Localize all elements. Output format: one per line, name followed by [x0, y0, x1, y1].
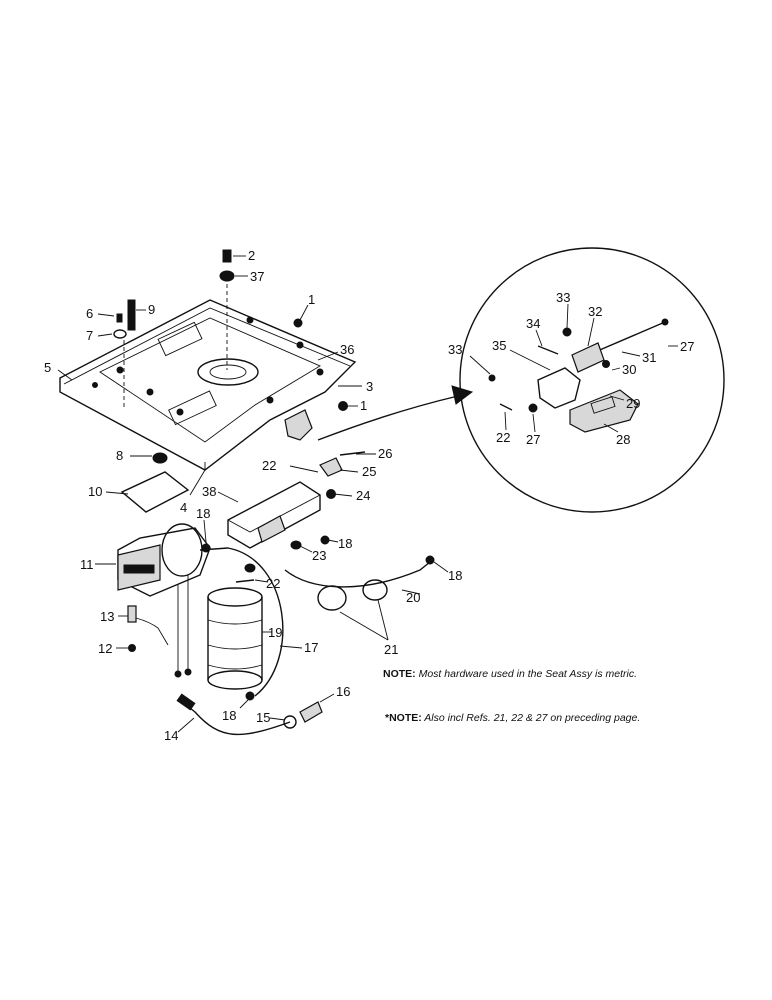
label-20: 20: [406, 590, 420, 605]
pin-26: [339, 451, 366, 456]
note-refs-head: *NOTE:: [385, 712, 422, 724]
label-27b: 27: [526, 432, 540, 447]
label-26: 26: [378, 446, 392, 461]
label-2: 2: [248, 248, 255, 263]
label-29: 29: [626, 396, 640, 411]
fitting-18-c: [245, 691, 255, 701]
clip-22-mid: [235, 579, 255, 583]
label-12: 12: [98, 641, 112, 656]
hose-20: [284, 561, 431, 588]
clip-8: [152, 452, 168, 464]
label-6: 6: [86, 306, 93, 321]
air-spring-19: [207, 587, 263, 690]
washer-6: [116, 313, 123, 323]
label-27a: 27: [680, 339, 694, 354]
label-31: 31: [642, 350, 656, 365]
note-metric-body: Most hardware used in the Seat Assy is m…: [418, 668, 638, 680]
label-16: 16: [336, 684, 350, 699]
label-23: 23: [312, 548, 326, 563]
label-14: 14: [164, 728, 178, 743]
callout-labels: 2 37 1 6 9 7 36 5 3 1 8 22 26 25 10 4 38…: [44, 248, 694, 743]
label-35: 35: [492, 338, 506, 353]
fuse-13: [127, 605, 169, 646]
leader-lines: [57, 255, 678, 733]
label-24: 24: [356, 488, 370, 503]
washer-7: [113, 329, 127, 339]
label-15: 15: [256, 710, 270, 725]
nut-1-top: [293, 318, 303, 328]
note-metric-head: NOTE:: [383, 668, 416, 680]
detail-pointer-arrow: [317, 385, 474, 441]
pad-10: [120, 471, 190, 513]
seat-base-plate: [59, 299, 357, 471]
label-21: 21: [384, 642, 398, 657]
cable-14: [176, 693, 291, 736]
latch-bracket: [284, 409, 313, 441]
label-13: 13: [100, 609, 114, 624]
label-3: 3: [366, 379, 373, 394]
note-metric: NOTE: Most hardware used in the Seat Ass…: [383, 668, 637, 680]
bolt-2: [222, 249, 232, 263]
bolt-9: [127, 299, 136, 331]
label-37: 37: [250, 269, 264, 284]
label-5: 5: [44, 360, 51, 375]
label-30: 30: [622, 362, 636, 377]
grommet-15: [283, 715, 297, 729]
connector-16: [299, 701, 323, 723]
clip-25: [319, 457, 343, 477]
label-1: 1: [308, 292, 315, 307]
label-25: 25: [362, 464, 376, 479]
label-18b: 18: [338, 536, 352, 551]
label-33b: 33: [448, 342, 462, 357]
label-19: 19: [268, 625, 282, 640]
label-7: 7: [86, 328, 93, 343]
label-9: 9: [148, 302, 155, 317]
washer-23: [244, 540, 302, 573]
label-33a: 33: [556, 290, 570, 305]
hose-17: [227, 547, 284, 697]
detail-circle: [459, 247, 725, 513]
label-11: 11: [80, 557, 94, 572]
label-38: 38: [202, 484, 216, 499]
fitting-18-b: [320, 535, 330, 545]
label-17: 17: [304, 640, 318, 655]
label-22b: 22: [266, 576, 280, 591]
label-28: 28: [616, 432, 630, 447]
nut-12: [128, 644, 136, 652]
note-refs: *NOTE: Also incl Refs. 21, 22 & 27 on pr…: [385, 712, 640, 724]
compressor-wires: [177, 575, 189, 672]
fitting-18-d: [425, 555, 435, 565]
label-36: 36: [340, 342, 354, 357]
clamp-21: [317, 579, 388, 611]
label-1b: 1: [360, 398, 367, 413]
label-18a: 18: [196, 506, 210, 521]
label-18d: 18: [222, 708, 236, 723]
label-18c: 18: [448, 568, 462, 583]
label-10: 10: [88, 484, 102, 499]
label-22a: 22: [262, 458, 276, 473]
washer-37: [219, 270, 235, 282]
detail-parts: [488, 318, 669, 433]
valve-housing-38: [227, 481, 321, 549]
label-34: 34: [526, 316, 540, 331]
label-32: 32: [588, 304, 602, 319]
label-8: 8: [116, 448, 123, 463]
note-refs-body: Also incl Refs. 21, 22 & 27 on preceding…: [424, 712, 641, 724]
label-22c: 22: [496, 430, 510, 445]
label-4: 4: [180, 500, 187, 515]
compressor-11: [117, 523, 229, 597]
